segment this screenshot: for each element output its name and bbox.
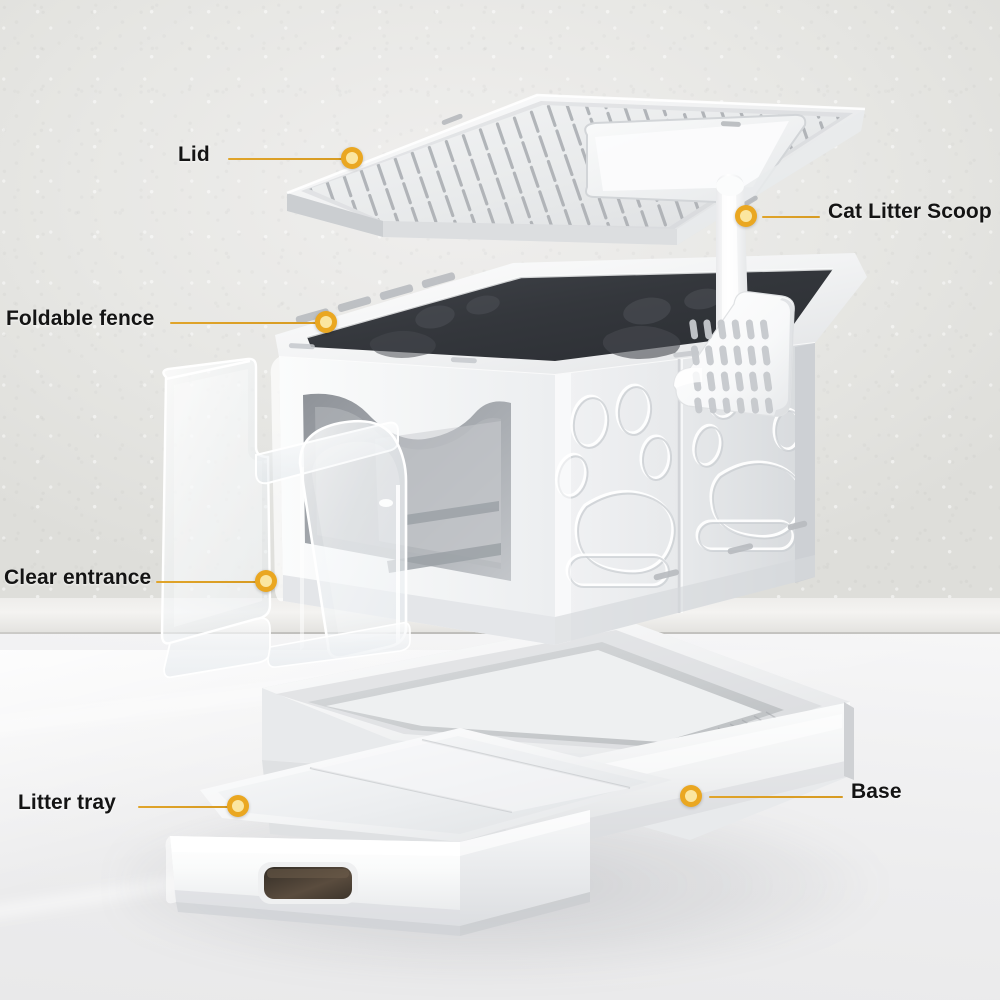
callout-line-clear-entrance xyxy=(156,581,260,583)
callout-marker-base[interactable] xyxy=(680,785,702,807)
callout-label-lid: Lid xyxy=(178,143,210,166)
part-litter-tray xyxy=(160,640,800,970)
callout-line-base xyxy=(709,796,843,798)
callout-marker-foldable-fence[interactable] xyxy=(315,311,337,333)
callout-marker-clear-entrance[interactable] xyxy=(255,570,277,592)
callout-label-clear-entrance: Clear entrance xyxy=(4,566,152,589)
callout-label-base: Base xyxy=(851,780,902,803)
part-cat-litter-scoop xyxy=(672,172,802,420)
part-clear-entrance xyxy=(150,355,490,685)
callout-label-cat-litter-scoop: Cat Litter Scoop xyxy=(828,200,992,223)
callout-line-litter-tray xyxy=(138,806,232,808)
part-base xyxy=(150,590,870,950)
callout-line-lid xyxy=(228,158,346,160)
callout-line-cat-litter-scoop xyxy=(762,216,820,218)
callout-line-foldable-fence xyxy=(170,322,320,324)
callout-marker-cat-litter-scoop[interactable] xyxy=(735,205,757,227)
tray-handle-slot xyxy=(258,862,358,904)
callout-marker-litter-tray[interactable] xyxy=(227,795,249,817)
callout-label-foldable-fence: Foldable fence xyxy=(6,307,155,330)
callout-label-litter-tray: Litter tray xyxy=(18,791,116,814)
callout-marker-lid[interactable] xyxy=(341,147,363,169)
